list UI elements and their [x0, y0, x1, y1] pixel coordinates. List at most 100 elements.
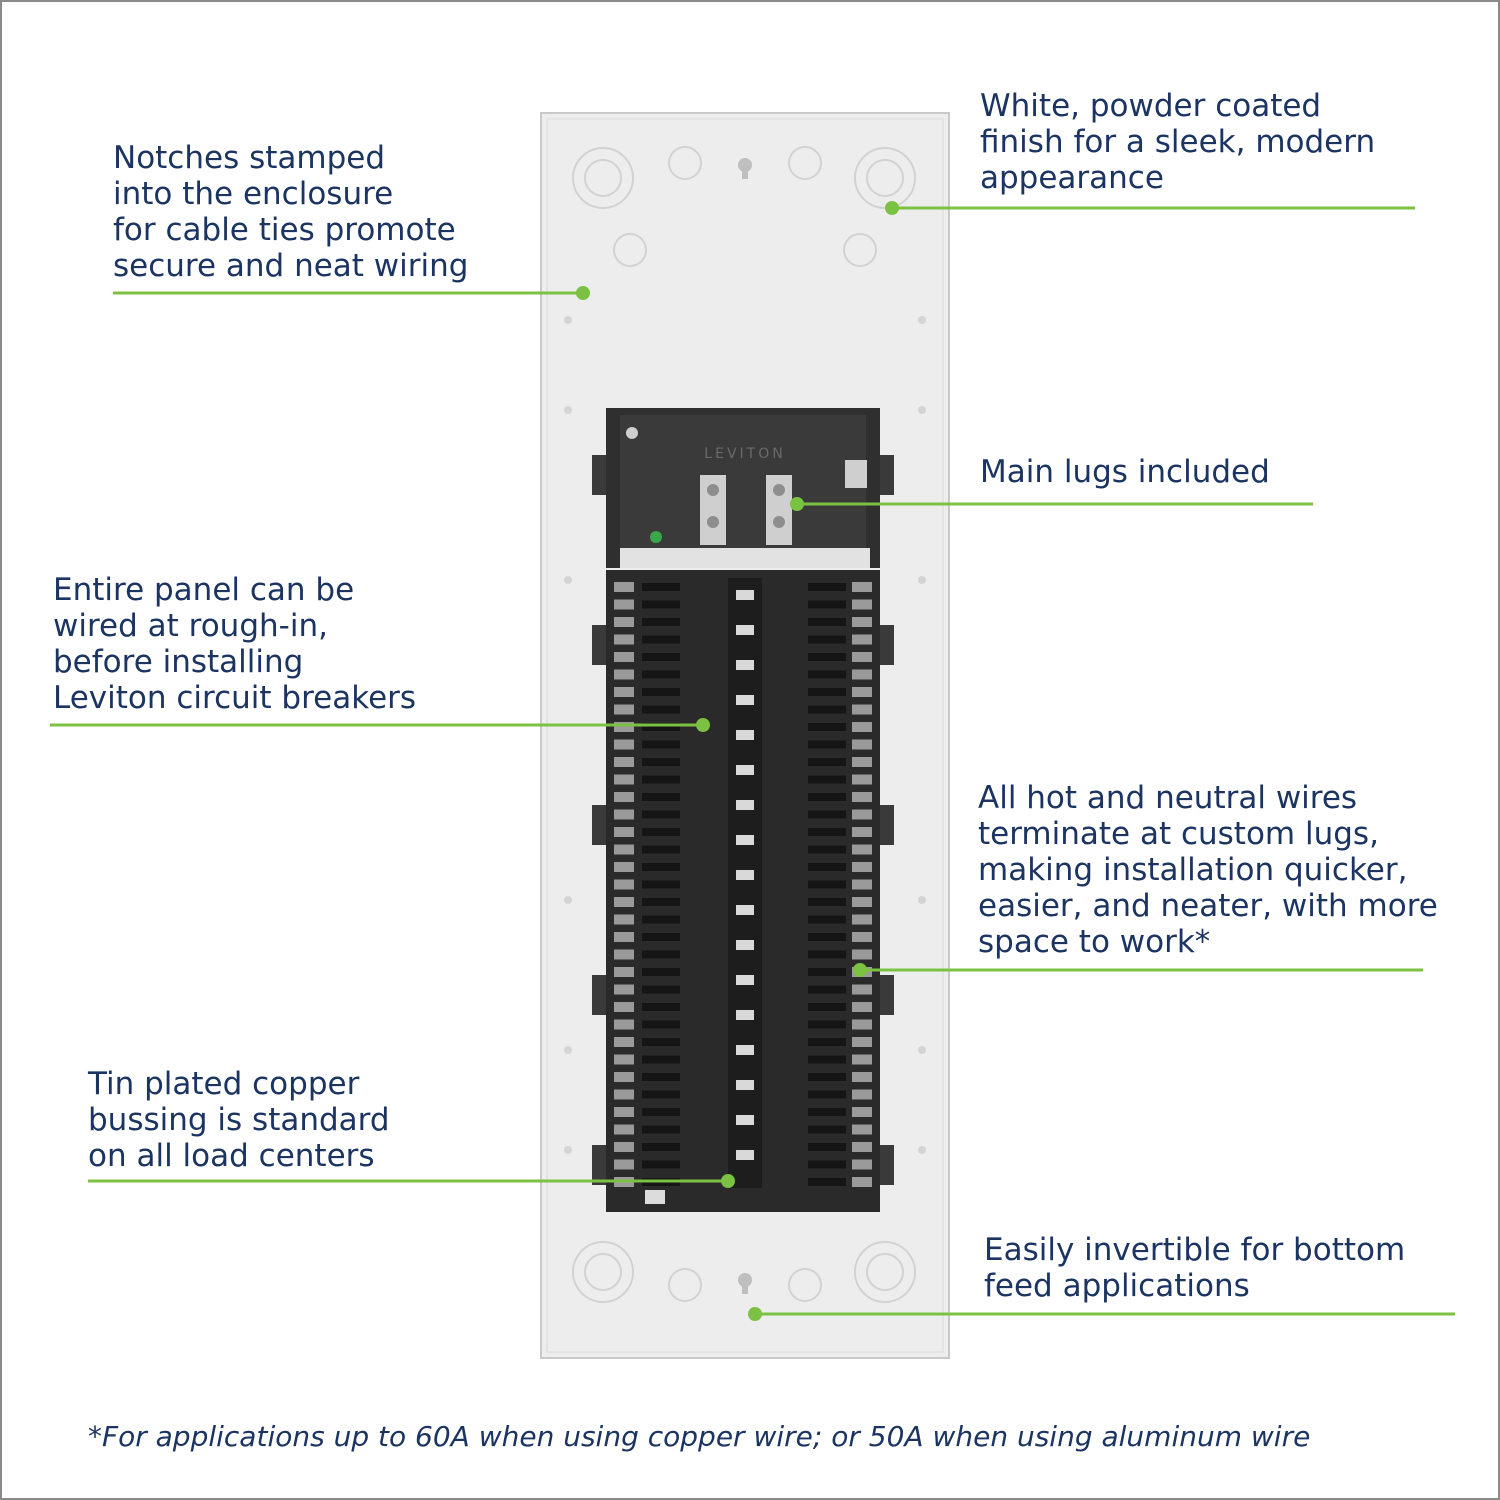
breaker-slot-right	[808, 583, 846, 591]
breaker-slot-right	[808, 793, 846, 801]
breaker-slot-left	[642, 810, 680, 819]
breaker-slot-right	[808, 863, 846, 871]
breaker-slot-right	[808, 1108, 846, 1116]
breaker-slot-right	[808, 828, 846, 836]
wire-lug-left	[614, 932, 634, 942]
callout-custom-lugs: All hot and neutral wires terminate at c…	[978, 780, 1438, 960]
wire-lug-left	[614, 1142, 634, 1152]
wire-lug-left	[614, 1124, 634, 1135]
wire-lug-left	[614, 862, 634, 872]
callout-bussing: Tin plated copper bussing is standard on…	[88, 1066, 390, 1174]
wire-lug-left	[614, 792, 634, 802]
wire-lug-right	[852, 1054, 872, 1065]
wire-lug-right	[852, 599, 872, 610]
breaker-slot-right	[808, 898, 846, 906]
wire-lug-right	[852, 949, 872, 960]
breaker-slot-left	[642, 723, 680, 731]
bus-stab	[736, 940, 754, 950]
breaker-slot-left	[642, 1143, 680, 1151]
wire-lug-right	[852, 897, 872, 907]
wire-lug-right	[852, 704, 872, 715]
wire-lug-left	[614, 1107, 634, 1117]
wire-lug-right	[852, 1002, 872, 1012]
breaker-slot-left	[642, 828, 680, 836]
breaker-slot-left	[642, 1125, 680, 1134]
breaker-slot-left	[642, 1038, 680, 1046]
breaker-slot-left	[642, 898, 680, 906]
callout-invertible: Easily invertible for bottom feed applic…	[984, 1232, 1406, 1304]
breaker-slot-right	[808, 968, 846, 976]
side-holes	[564, 316, 926, 1154]
callout-main-lugs: Main lugs included	[980, 454, 1270, 490]
breaker-slot-right	[808, 1003, 846, 1011]
breaker-slot-right	[808, 653, 846, 661]
callout-notches: Notches stamped into the enclosure for c…	[113, 140, 469, 284]
wire-lug-left	[614, 1054, 634, 1065]
wire-lug-left	[614, 844, 634, 855]
breaker-slot-right	[808, 1125, 846, 1134]
wire-lug-right	[852, 652, 872, 662]
breaker-slot-right	[808, 758, 846, 766]
wire-lug-right	[852, 687, 872, 697]
breaker-slot-right	[808, 1143, 846, 1151]
breaker-slot-right	[808, 600, 846, 609]
breaker-slot-right	[808, 670, 846, 679]
breaker-slot-right	[808, 1160, 846, 1169]
bus-stab	[736, 975, 754, 985]
bus-fingers	[736, 590, 754, 1160]
keyhole-mounts	[738, 158, 752, 1294]
breaker-slot-left	[642, 1090, 680, 1099]
breaker-slot-right	[808, 618, 846, 626]
breaker-slot-right	[808, 1055, 846, 1064]
breaker-slot-right	[808, 1020, 846, 1029]
wire-lug-right	[852, 827, 872, 837]
wire-lug-right	[852, 722, 872, 732]
breaker-rows	[614, 582, 872, 1187]
bus-stab	[736, 730, 754, 740]
breaker-slot-right	[808, 880, 846, 889]
wire-lug-left	[614, 1019, 634, 1030]
breaker-slot-left	[642, 845, 680, 854]
wire-lug-left	[614, 669, 634, 680]
breaker-slot-left	[642, 583, 680, 591]
wire-lug-right	[852, 669, 872, 680]
breaker-slot-right	[808, 1090, 846, 1099]
wire-lug-right	[852, 1072, 872, 1082]
wire-lug-right	[852, 757, 872, 767]
wire-lug-left	[614, 739, 634, 750]
breaker-slot-right	[808, 705, 846, 714]
wire-lug-left	[614, 617, 634, 627]
breaker-slot-right	[808, 810, 846, 819]
wire-lug-left	[614, 984, 634, 995]
breaker-slot-right	[808, 1038, 846, 1046]
bus-stab	[736, 1115, 754, 1125]
wire-lug-right	[852, 617, 872, 627]
breaker-slot-left	[642, 1160, 680, 1169]
breaker-slot-left	[642, 985, 680, 994]
wire-lug-right	[852, 932, 872, 942]
wire-lug-right	[852, 862, 872, 872]
wire-lug-left	[614, 634, 634, 645]
breaker-slot-right	[808, 1073, 846, 1081]
callout-rough-in: Entire panel can be wired at rough-in, b…	[53, 572, 417, 716]
wire-lug-left	[614, 1002, 634, 1012]
breaker-slot-left	[642, 1020, 680, 1029]
breaker-slot-left	[642, 863, 680, 871]
bus-stab	[736, 1080, 754, 1090]
mounting-brackets	[592, 455, 894, 1185]
brand-mark: LEVITON	[704, 446, 785, 462]
bus-stab	[736, 1150, 754, 1160]
wire-lug-right	[852, 1177, 872, 1187]
bus-stab	[736, 695, 754, 705]
wire-lug-left	[614, 652, 634, 662]
wire-lug-right	[852, 739, 872, 750]
bus-stab	[736, 870, 754, 880]
breaker-slot-left	[642, 1003, 680, 1011]
bus-stab	[736, 800, 754, 810]
breaker-slot-left	[642, 915, 680, 924]
wire-lug-right	[852, 1124, 872, 1135]
breaker-slot-left	[642, 880, 680, 889]
wire-lug-left	[614, 774, 634, 785]
wire-lug-left	[614, 1159, 634, 1170]
wire-lug-left	[614, 897, 634, 907]
